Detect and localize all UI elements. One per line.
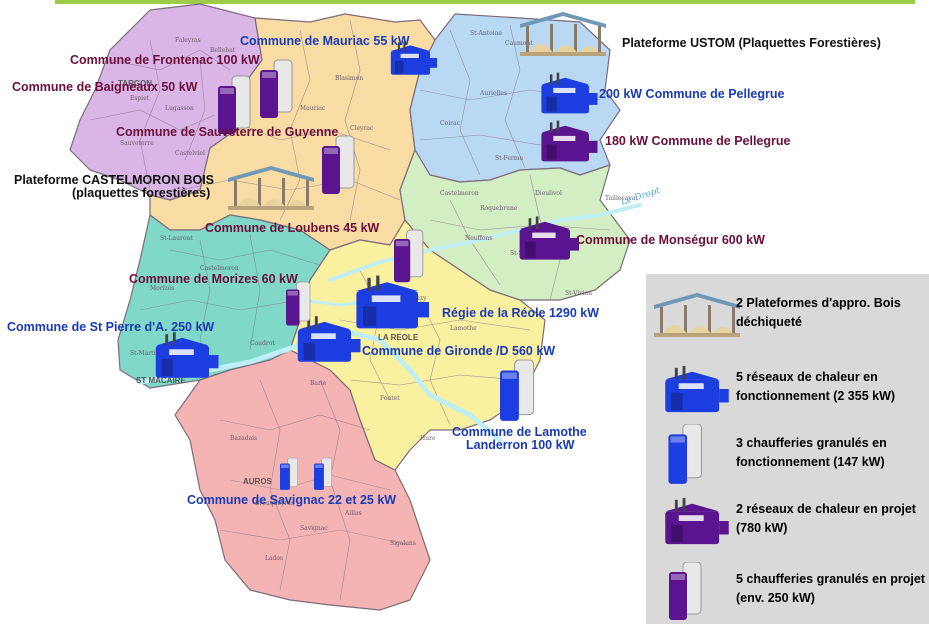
commune-borders xyxy=(89,19,611,601)
svg-text:Dieulivol: Dieulivol xyxy=(535,190,562,197)
label-castelmoron-2: (plaquettes forestières) xyxy=(72,186,211,200)
river-dropt xyxy=(328,203,642,282)
label-monsegur: Commune de Monségur 600 kW xyxy=(576,233,765,247)
svg-text:St-Antoine: St-Antoine xyxy=(470,30,503,37)
place-auros: AUROS xyxy=(243,477,273,486)
svg-text:Caudrot: Caudrot xyxy=(250,340,275,347)
legend-item-project-networks: 2 réseaux de chaleur en projet (780 kW) xyxy=(646,496,929,546)
svg-text:Castelviel: Castelviel xyxy=(175,150,205,157)
svg-text:St-Ferme: St-Ferme xyxy=(495,155,523,162)
svg-text:Morizès: Morizès xyxy=(150,285,174,292)
label-st-pierre: Commune de St Pierre d'A. 250 kW xyxy=(7,320,215,334)
place-la-reole: LA REOLE xyxy=(378,333,419,342)
svg-text:Bazadais: Bazadais xyxy=(230,435,257,442)
svg-text:Castelmoron: Castelmoron xyxy=(440,190,479,197)
heat-network-active-icon xyxy=(665,365,729,413)
svg-text:Faleyras: Faleyras xyxy=(175,37,201,44)
label-reole: Régie de la Réole 1290 kW xyxy=(442,306,600,320)
svg-text:Hure: Hure xyxy=(420,435,436,442)
label-mauriac: Commune de Mauriac 55 kW xyxy=(240,34,410,48)
svg-text:Castelmoron: Castelmoron xyxy=(200,265,239,272)
svg-text:Fontet: Fontet xyxy=(380,395,400,402)
svg-text:Cleyrac: Cleyrac xyxy=(350,125,374,132)
svg-text:St-Vivien: St-Vivien xyxy=(565,290,592,297)
label-pellegrue-200: 200 kW Commune de Pellegrue xyxy=(599,87,785,101)
label-morizes: Commune de Morizes 60 kW xyxy=(129,272,298,286)
label-baigneaux: Commune de Baigneaux 50 kW xyxy=(12,80,198,94)
svg-text:Espiet: Espiet xyxy=(130,95,150,102)
top-bar xyxy=(55,0,915,4)
pellet-boiler-project-icon xyxy=(668,562,702,621)
legend-text-platforms: 2 Plateformes d'appro. Bois déchiqueté xyxy=(736,296,901,329)
svg-text:Blasimon: Blasimon xyxy=(335,75,363,82)
svg-text:St-Laurent: St-Laurent xyxy=(160,235,193,242)
svg-text:Lados: Lados xyxy=(265,555,283,562)
legend-text-active-boilers: 3 chaufferies granulés en fonctionnement… xyxy=(736,436,887,469)
svg-text:Sauveterre: Sauveterre xyxy=(120,140,154,147)
legend-item-active-networks: 5 réseaux de chaleur en fonctionnement (… xyxy=(646,364,929,414)
svg-text:Barie: Barie xyxy=(310,380,327,387)
legend-panel: 2 Plateformes d'appro. Bois déchiqueté 5… xyxy=(646,274,929,624)
place-targon: TARGON xyxy=(118,79,152,88)
label-lamothe-2: Landerron 100 kW xyxy=(466,438,575,452)
svg-text:Caumont: Caumont xyxy=(505,40,533,47)
svg-text:Roquebrune: Roquebrune xyxy=(480,205,518,212)
svg-text:Bellebat: Bellebat xyxy=(210,47,236,54)
region-pink xyxy=(174,349,431,611)
svg-text:Brouqueyran: Brouqueyran xyxy=(255,500,295,507)
pellet-boiler-active-icon xyxy=(667,424,703,485)
svg-text:Coirac: Coirac xyxy=(440,120,461,127)
label-savignac: Commune de Savignac 22 et 25 kW xyxy=(187,493,397,507)
label-lamothe-1: Commune de Lamothe xyxy=(452,425,587,439)
legend-item-active-boilers: 3 chaufferies granulés en fonctionnement… xyxy=(646,424,929,485)
svg-text:Sigalens: Sigalens xyxy=(390,540,416,547)
label-frontenac: Commune de Frontenac 100 kW xyxy=(70,53,260,67)
label-castelmoron-1: Plateforme CASTELMORON BOIS xyxy=(14,173,215,187)
svg-text:Aillas: Aillas xyxy=(344,510,362,517)
svg-text:Mauriac: Mauriac xyxy=(300,105,326,112)
svg-text:St-Martin: St-Martin xyxy=(130,350,159,357)
svg-text:Lugasson: Lugasson xyxy=(165,105,194,112)
label-pellegrue-180: 180 kW Commune de Pellegrue xyxy=(605,134,791,148)
svg-text:Savignac: Savignac xyxy=(300,525,328,532)
label-ustom: Plateforme USTOM (Plaquettes Forestières… xyxy=(622,36,881,50)
svg-text:Neuffons: Neuffons xyxy=(465,235,492,242)
platform-icon xyxy=(654,293,740,337)
river-garonne xyxy=(137,327,503,443)
legend-text-project-networks: 2 réseaux de chaleur en projet (780 kW) xyxy=(736,502,916,535)
legend-text-project-boilers: 5 chaufferies granulés en projet (env. 2… xyxy=(736,572,925,605)
heat-network-project-icon xyxy=(665,497,729,545)
svg-text:Lamothe: Lamothe xyxy=(450,325,477,332)
place-names: Faleyras Bellebat Espiet Lugasson Sauvet… xyxy=(118,30,662,562)
label-sauveterre: Commune de Sauveterre de Guyenne xyxy=(116,125,339,139)
legend-item-project-boilers: 5 chaufferies granulés en projet (env. 2… xyxy=(646,562,929,622)
svg-text:Auriolles: Auriolles xyxy=(479,90,507,97)
svg-text:Taillecavat: Taillecavat xyxy=(605,195,638,202)
label-loubens: Commune de Loubens 45 kW xyxy=(205,221,380,235)
legend-item-platforms: 2 Plateformes d'appro. Bois déchiqueté xyxy=(646,292,929,342)
legend-text-active-networks: 5 réseaux de chaleur en fonctionnement (… xyxy=(736,370,896,403)
label-gironde: Commune de Gironde /D 560 kW xyxy=(362,344,556,358)
place-st-macaire: ST MACAIRE xyxy=(136,376,186,385)
